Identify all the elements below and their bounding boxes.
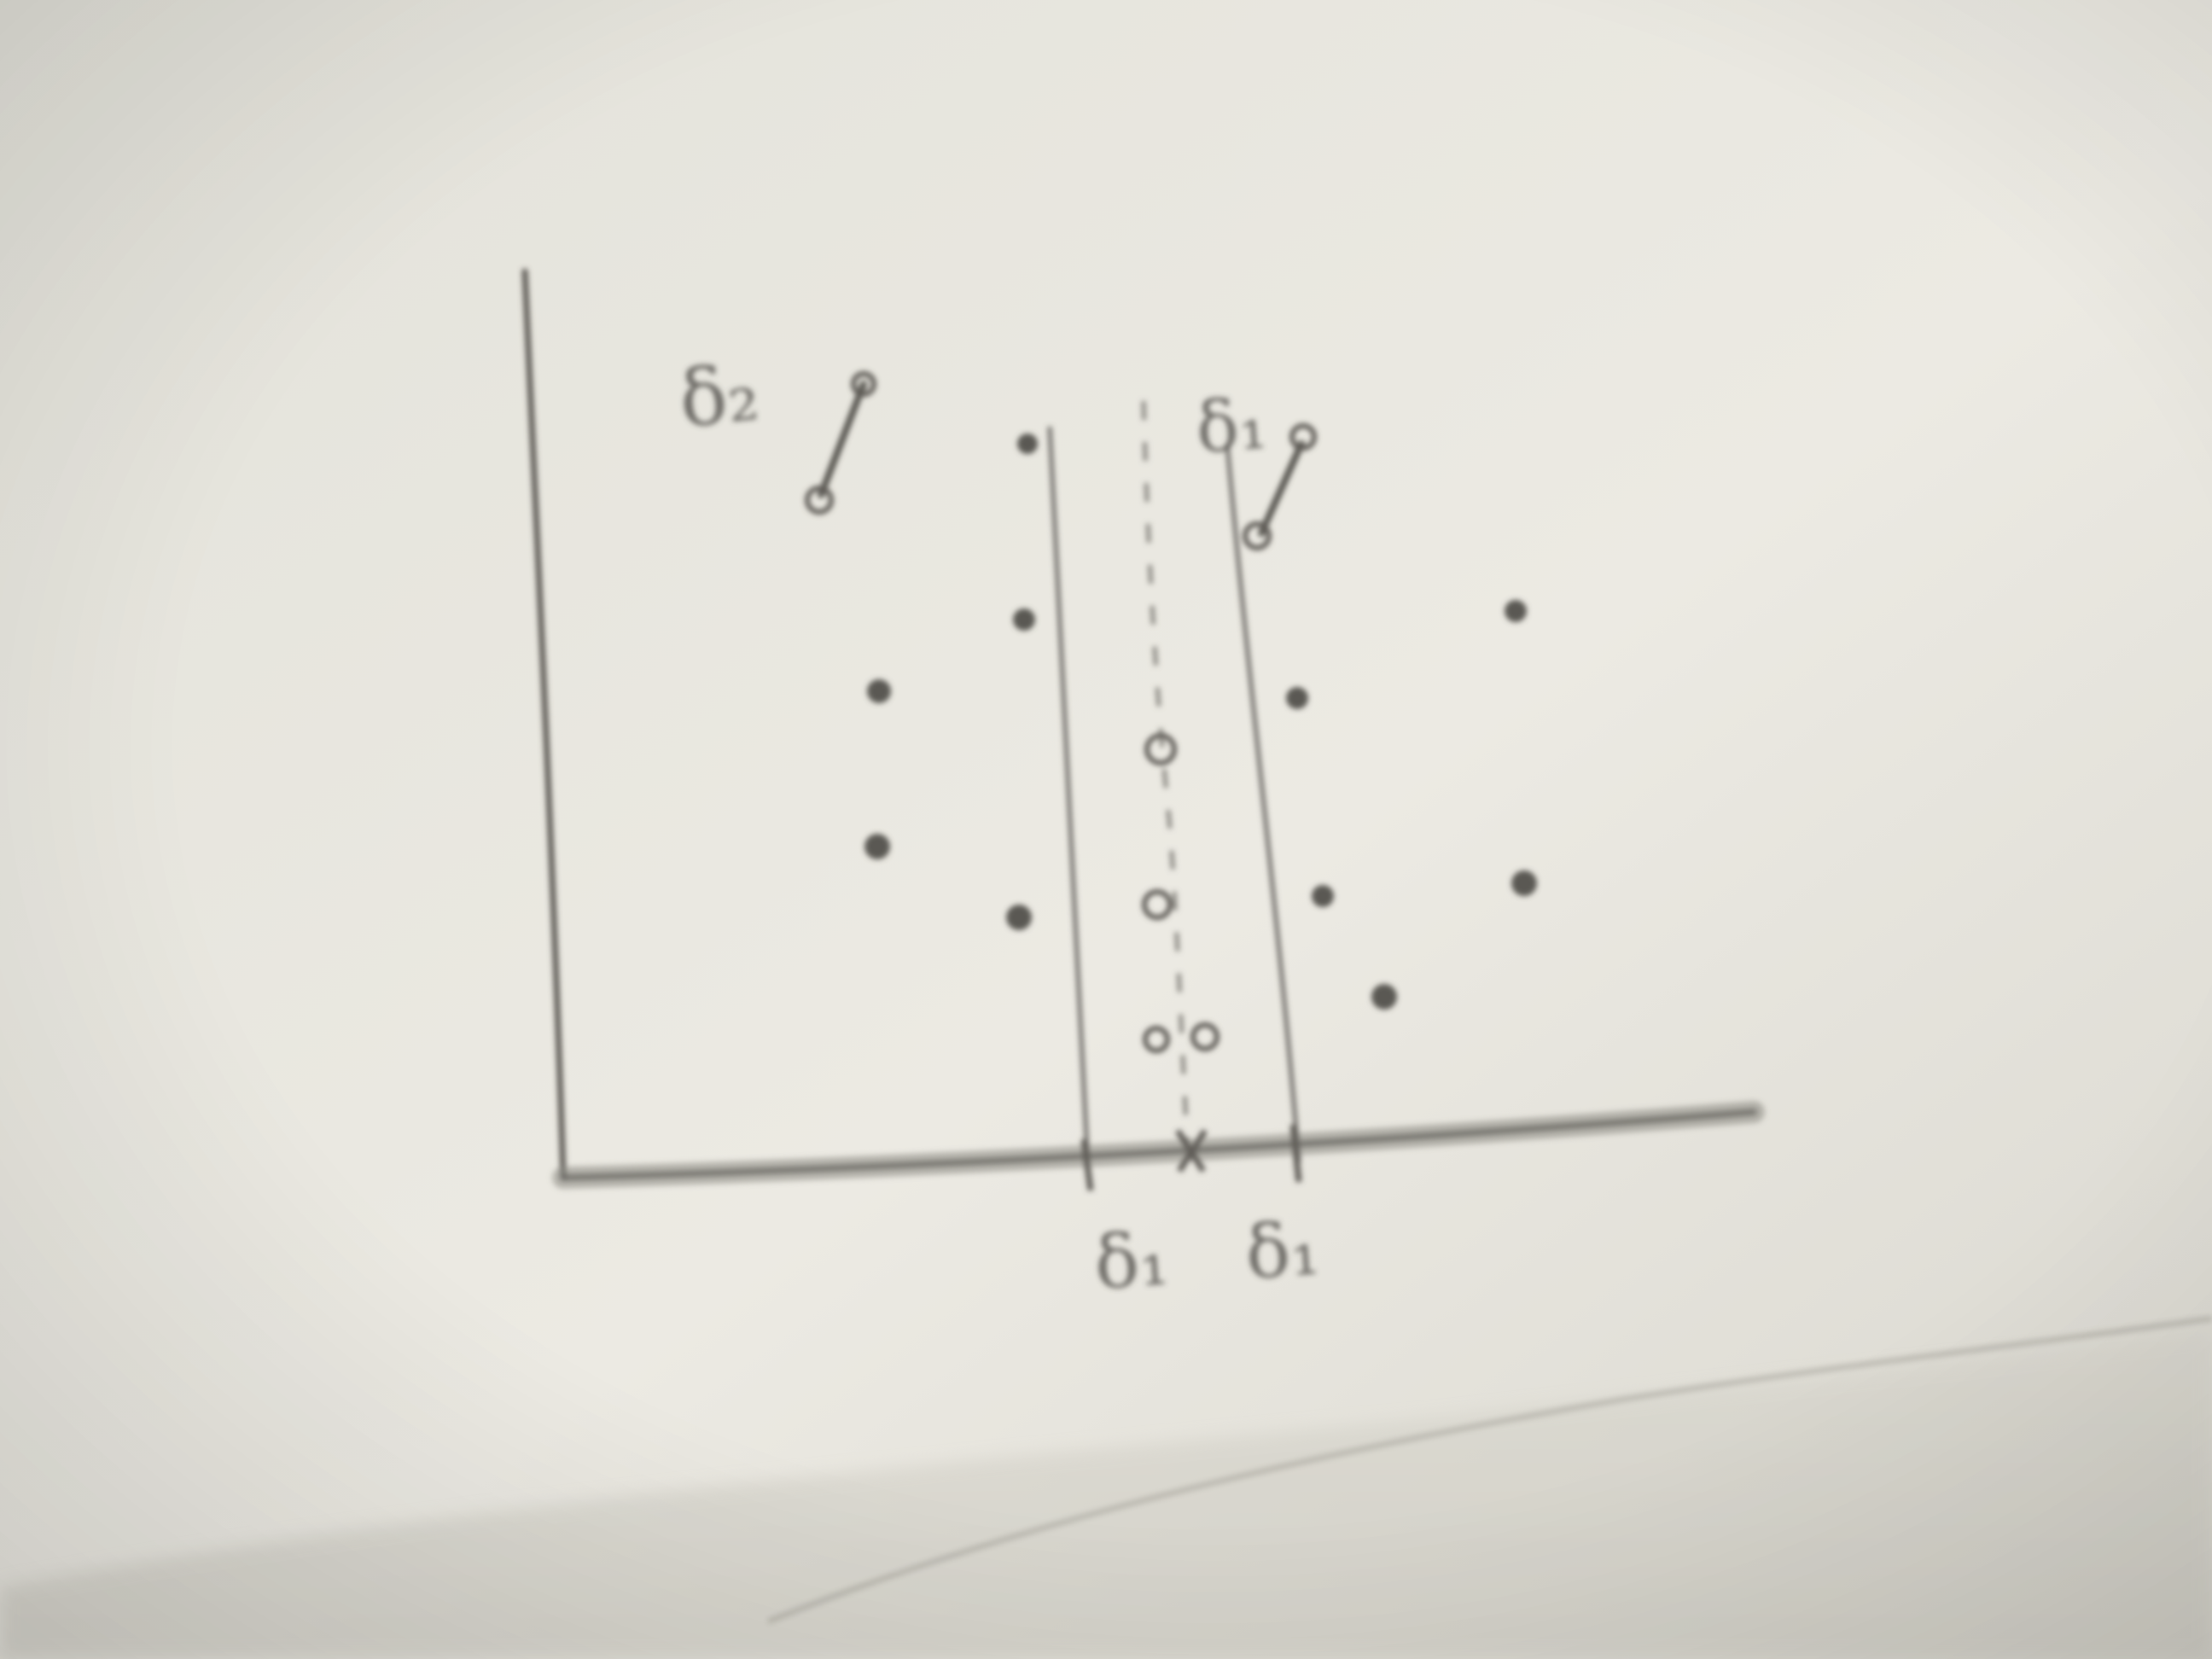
photo-canvas: δ₂ δ₁ δ₁ δ₁: [0, 0, 2212, 1659]
photo-scene: δ₂ δ₁ δ₁ δ₁: [0, 0, 2212, 1659]
photo-vignette: [0, 0, 2212, 1659]
